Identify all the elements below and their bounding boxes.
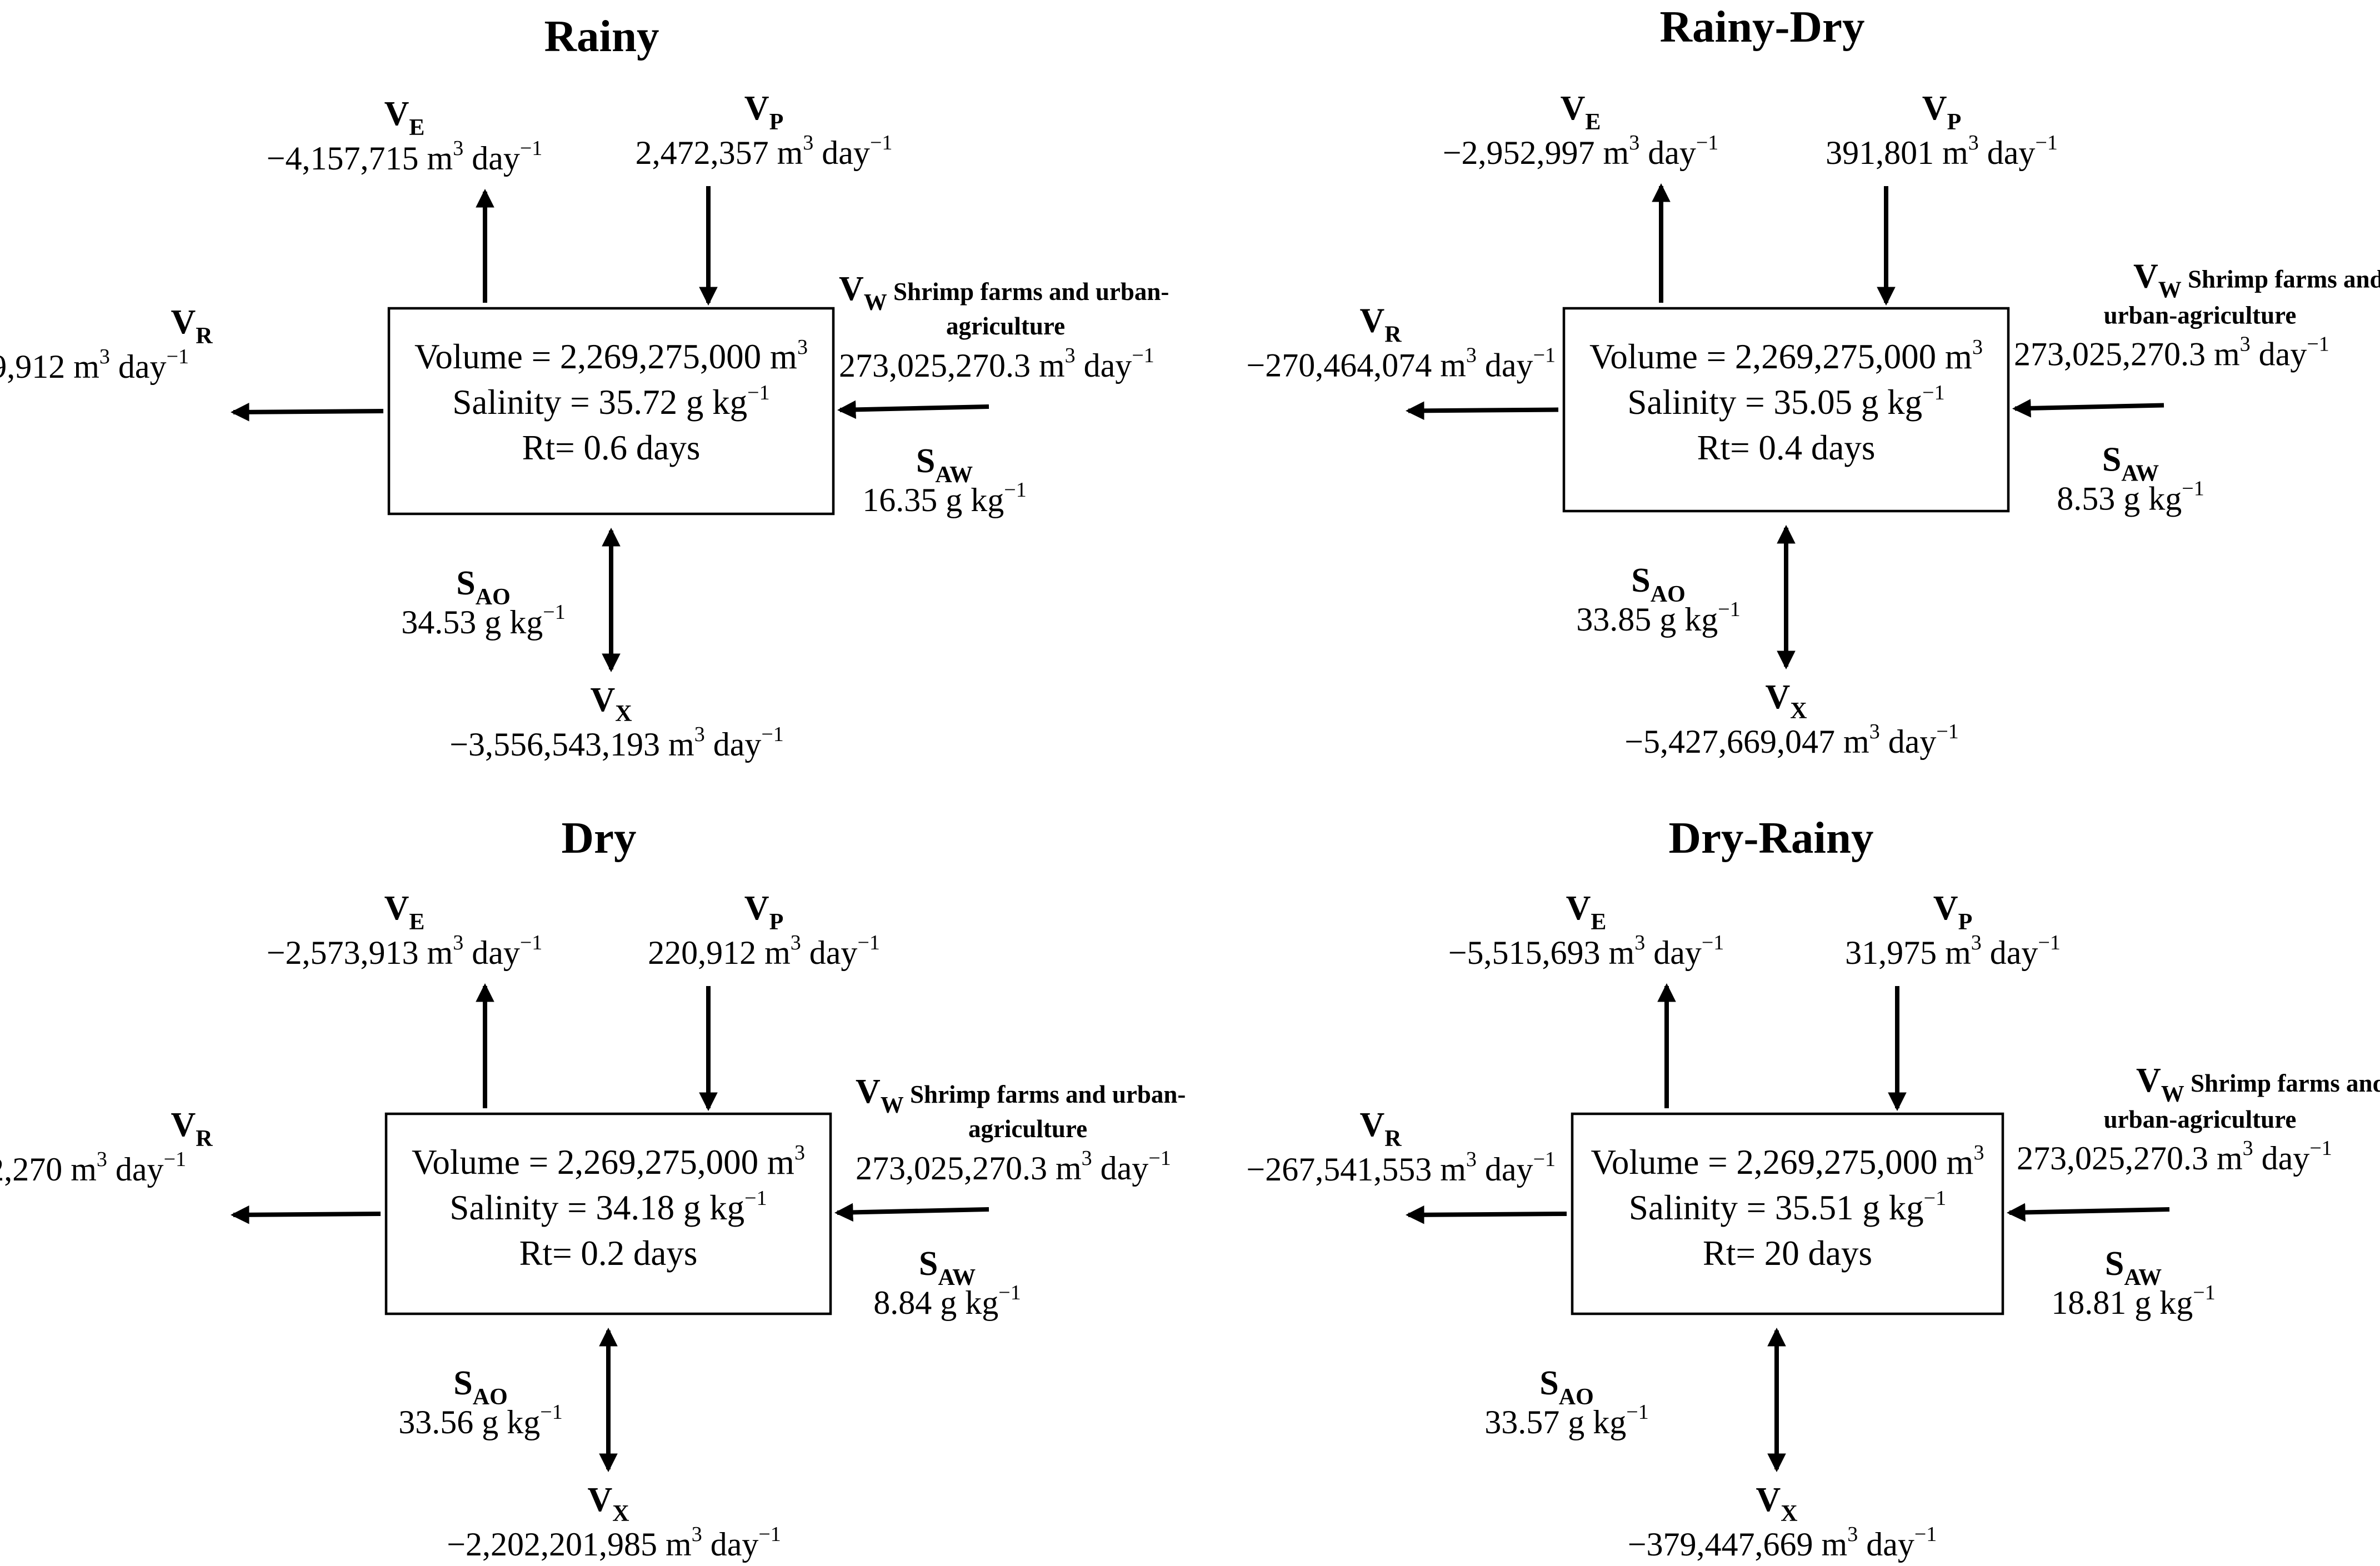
vw-description: urban-agriculture: [2104, 302, 2297, 329]
vr-value: −271,339,912 m3 day−1: [0, 345, 189, 385]
panel-title: Rainy-Dry: [1660, 2, 1865, 52]
volume-text: Volume = 2,269,275,000 m3: [414, 336, 808, 376]
sao-symbol: SAO: [1631, 562, 1685, 607]
saw-value: 8.53 g kg−1: [2057, 477, 2204, 517]
saw-symbol: SAW: [2105, 1245, 2162, 1290]
vw-description: agriculture: [968, 1115, 1087, 1143]
water-body-box: [384, 1112, 832, 1315]
vw-symbol: VW Shrimp farms and urban-: [856, 1073, 1186, 1118]
ve-value: −2,952,997 m3 day−1: [1443, 131, 1719, 171]
vr-arrow: [1405, 401, 1559, 421]
vw-symbol: VW Shrimp farms and urban-: [839, 270, 1169, 316]
vw-value: 273,025,270.3 m3 day−1: [2017, 1137, 2332, 1177]
vw-arrow: [2012, 399, 2164, 418]
vp-symbol: VP: [1922, 89, 1961, 135]
vx-value: −379,447,669 m3 day−1: [1628, 1523, 1937, 1563]
saw-value: 8.84 g kg−1: [873, 1281, 1021, 1321]
ve-symbol: VE: [1566, 889, 1607, 935]
panel-title: Rainy: [544, 11, 659, 61]
vp-symbol: VP: [744, 889, 783, 935]
vp-value: 220,912 m3 day−1: [648, 931, 880, 971]
water-body-box: [387, 307, 835, 516]
vr-symbol: VR: [171, 1106, 213, 1152]
vp-symbol: VP: [1933, 889, 1972, 935]
ve-value: −5,515,693 m3 day−1: [1448, 931, 1724, 971]
vw-arrow: [834, 1203, 989, 1222]
sao-symbol: SAO: [456, 564, 510, 610]
vw-value: 273,025,270.3 m3 day−1: [856, 1147, 1171, 1187]
ve-symbol: VE: [384, 889, 425, 935]
vw-symbol: VW Shrimp farms and: [2136, 1062, 2380, 1107]
vr-arrow: [230, 1205, 381, 1224]
sao-symbol: SAO: [1539, 1364, 1593, 1410]
vp-symbol: VP: [744, 89, 783, 135]
vw-value: 273,025,270.3 m3 day−1: [2014, 333, 2329, 373]
salinity-text: Salinity = 34.18 g kg−1: [449, 1187, 767, 1227]
saw-symbol: SAW: [2102, 441, 2159, 487]
vp-value: 2,472,357 m3 day−1: [636, 131, 893, 171]
salinity-text: Salinity = 35.72 g kg−1: [452, 381, 769, 422]
vr-value: −270,464,074 m3 day−1: [1246, 344, 1556, 384]
vw-arrow: [837, 400, 989, 419]
vr-symbol: VR: [1359, 302, 1402, 348]
vx-value: −3,556,543,193 m3 day−1: [449, 723, 784, 763]
saw-symbol: SAW: [919, 1245, 976, 1290]
panel-title: Dry: [562, 813, 637, 863]
vx-symbol: VX: [1765, 678, 1807, 724]
salinity-text: Salinity = 35.05 g kg−1: [1627, 381, 1944, 422]
saw-value: 16.35 g kg−1: [862, 478, 1026, 518]
vr-arrow: [1405, 1205, 1567, 1224]
panel-title: Dry-Rainy: [1669, 813, 1874, 863]
ve-value: −4,157,715 m3 day−1: [267, 137, 543, 177]
vr-value: −267,541,553 m3 day−1: [1246, 1148, 1556, 1188]
vr-symbol: VR: [1359, 1106, 1402, 1152]
ve-symbol: VE: [1561, 89, 1601, 135]
volume-text: Volume = 2,269,275,000 m3: [1591, 1141, 1984, 1182]
vw-value: 273,025,270.3 m3 day−1: [839, 344, 1154, 384]
vr-symbol: VR: [171, 303, 213, 349]
saw-symbol: SAW: [916, 442, 973, 488]
residence-time-text: Rt= 0.4 days: [1697, 428, 1876, 467]
sao-value: 33.85 g kg−1: [1576, 598, 1740, 638]
sao-value: 33.57 g kg−1: [1484, 1400, 1648, 1440]
sao-value: 34.53 g kg−1: [401, 601, 565, 641]
ve-value: −2,573,913 m3 day−1: [267, 931, 543, 971]
vp-value: 31,975 m3 day−1: [1845, 931, 2061, 971]
vp-value: 391,801 m3 day−1: [1826, 131, 2058, 171]
vw-symbol: VW Shrimp farms and: [2133, 258, 2380, 303]
water-body-box: [1571, 1112, 2004, 1315]
vx-symbol: VX: [587, 1481, 629, 1527]
vr-arrow: [230, 402, 384, 422]
vw-description: urban-agriculture: [2104, 1105, 2297, 1133]
vx-value: −5,427,669,047 m3 day−1: [1624, 720, 1959, 760]
vx-symbol: VX: [590, 681, 632, 727]
residence-time-text: Rt= 0.2 days: [519, 1234, 698, 1273]
saw-value: 18.81 g kg−1: [2051, 1281, 2215, 1321]
vx-value: −2,202,201,985 m3 day−1: [447, 1523, 781, 1563]
residence-time-text: Rt= 20 days: [1703, 1234, 1872, 1273]
sao-value: 33.56 g kg−1: [398, 1400, 562, 1440]
water-body-box: [1562, 307, 2010, 513]
sao-symbol: SAO: [453, 1364, 507, 1410]
ve-symbol: VE: [384, 95, 425, 141]
vw-arrow: [2006, 1203, 2170, 1222]
volume-text: Volume = 2,269,275,000 m3: [412, 1141, 805, 1182]
vx-symbol: VX: [1756, 1481, 1797, 1527]
vw-description: agriculture: [946, 312, 1065, 340]
residence-time-text: Rt= 0.6 days: [522, 428, 701, 467]
salinity-text: Salinity = 35.51 g kg−1: [1629, 1187, 1946, 1227]
volume-text: Volume = 2,269,275,000 m3: [1589, 336, 1983, 376]
vr-value: −270,672,270 m3 day−1: [0, 1148, 186, 1188]
